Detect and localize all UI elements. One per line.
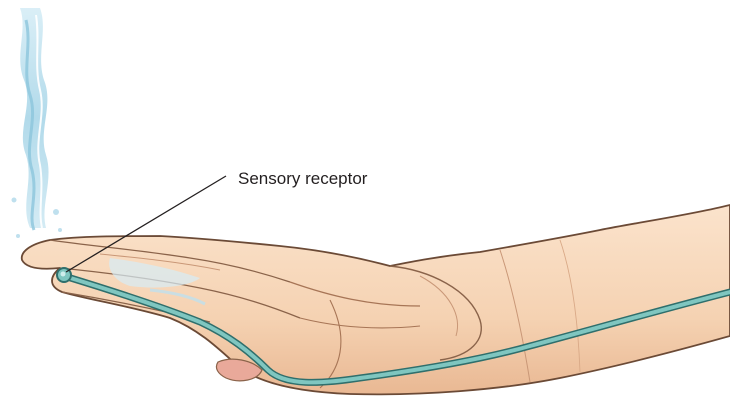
water-stream	[12, 8, 63, 238]
sensory-receptor-label: Sensory receptor	[238, 169, 368, 188]
